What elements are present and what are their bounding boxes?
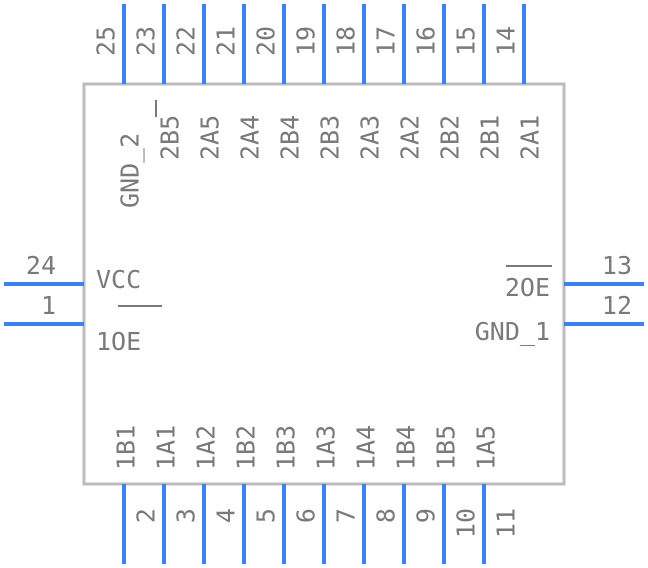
bottom-pin-number: 3 <box>172 508 201 523</box>
top-pin-number: 21 <box>212 26 241 56</box>
top-pin-name: 2B5 <box>156 115 185 160</box>
top-pin-name: 2B2 <box>436 115 465 160</box>
top-pin-number: 20 <box>252 26 281 56</box>
right-pin-name: 2OE <box>505 273 550 302</box>
left-pin-name: VCC <box>96 265 141 294</box>
bottom-pin-name: 1A2 <box>192 425 221 470</box>
bottom-pin-name: 1A5 <box>472 425 501 470</box>
top-pin-number: 18 <box>332 26 361 56</box>
top-pin-number: 16 <box>412 26 441 56</box>
top-pin-name: 2A1 <box>516 115 545 160</box>
left-pin-number: 1 <box>41 291 56 320</box>
top-pin-number: 14 <box>492 26 521 56</box>
bottom-pin-name: 1B4 <box>392 425 421 470</box>
top-pin-name: GND_2 <box>116 133 145 208</box>
top-pin-name: 2B4 <box>276 115 305 160</box>
top-pin-name: 2B3 <box>316 115 345 160</box>
bottom-pin-number: 6 <box>292 508 321 523</box>
bottom-pin-name: 1B2 <box>232 425 261 470</box>
right-pin-number: 13 <box>602 251 632 280</box>
left-pin-number: 24 <box>26 251 56 280</box>
top-pin-number: 25 <box>92 26 121 56</box>
top-pin-name: 2B1 <box>476 115 505 160</box>
bottom-pin-number: 11 <box>492 508 521 538</box>
top-pin-name: 2A4 <box>236 115 265 160</box>
component-body <box>82 82 566 486</box>
top-pin-number: 19 <box>292 26 321 56</box>
bottom-pin-name: 1A4 <box>352 425 381 470</box>
top-pin-name: 2A5 <box>196 115 225 160</box>
top-pin-name: 2A3 <box>356 115 385 160</box>
bottom-pin-name: 1A1 <box>152 425 181 470</box>
bottom-pin-name: 1B5 <box>432 425 461 470</box>
left-pin-name: 1OE <box>96 327 141 356</box>
bottom-pin-number: 9 <box>412 508 441 523</box>
top-pin-number: 15 <box>452 26 481 56</box>
top-pin-number: 17 <box>372 26 401 56</box>
bottom-pin-name: 1B3 <box>272 425 301 470</box>
bottom-pin-name: 1A3 <box>312 425 341 470</box>
left-pin-group: 24 VCC 1 1OE <box>4 251 162 356</box>
top-pin-number: 22 <box>172 26 201 56</box>
top-pin-name: 2A2 <box>396 115 425 160</box>
top-pin-number: 23 <box>132 26 161 56</box>
bottom-pin-name: 1B1 <box>112 425 141 470</box>
bottom-pin-number: 4 <box>212 508 241 523</box>
bottom-pin-group: 1B1 2 1A1 3 1A2 4 1B2 5 1B3 6 1A3 7 1A4 8 1B4 9 1B5 10 1A5… <box>112 425 521 564</box>
bottom-pin-number: 7 <box>332 508 361 523</box>
bottom-pin-number: 10 <box>452 508 481 538</box>
bottom-pin-number: 5 <box>252 508 281 523</box>
right-pin-name: GND_1 <box>475 317 550 346</box>
right-pin-number: 12 <box>602 291 632 320</box>
bottom-pin-number: 8 <box>372 508 401 523</box>
bottom-pin-number: 2 <box>132 508 161 523</box>
